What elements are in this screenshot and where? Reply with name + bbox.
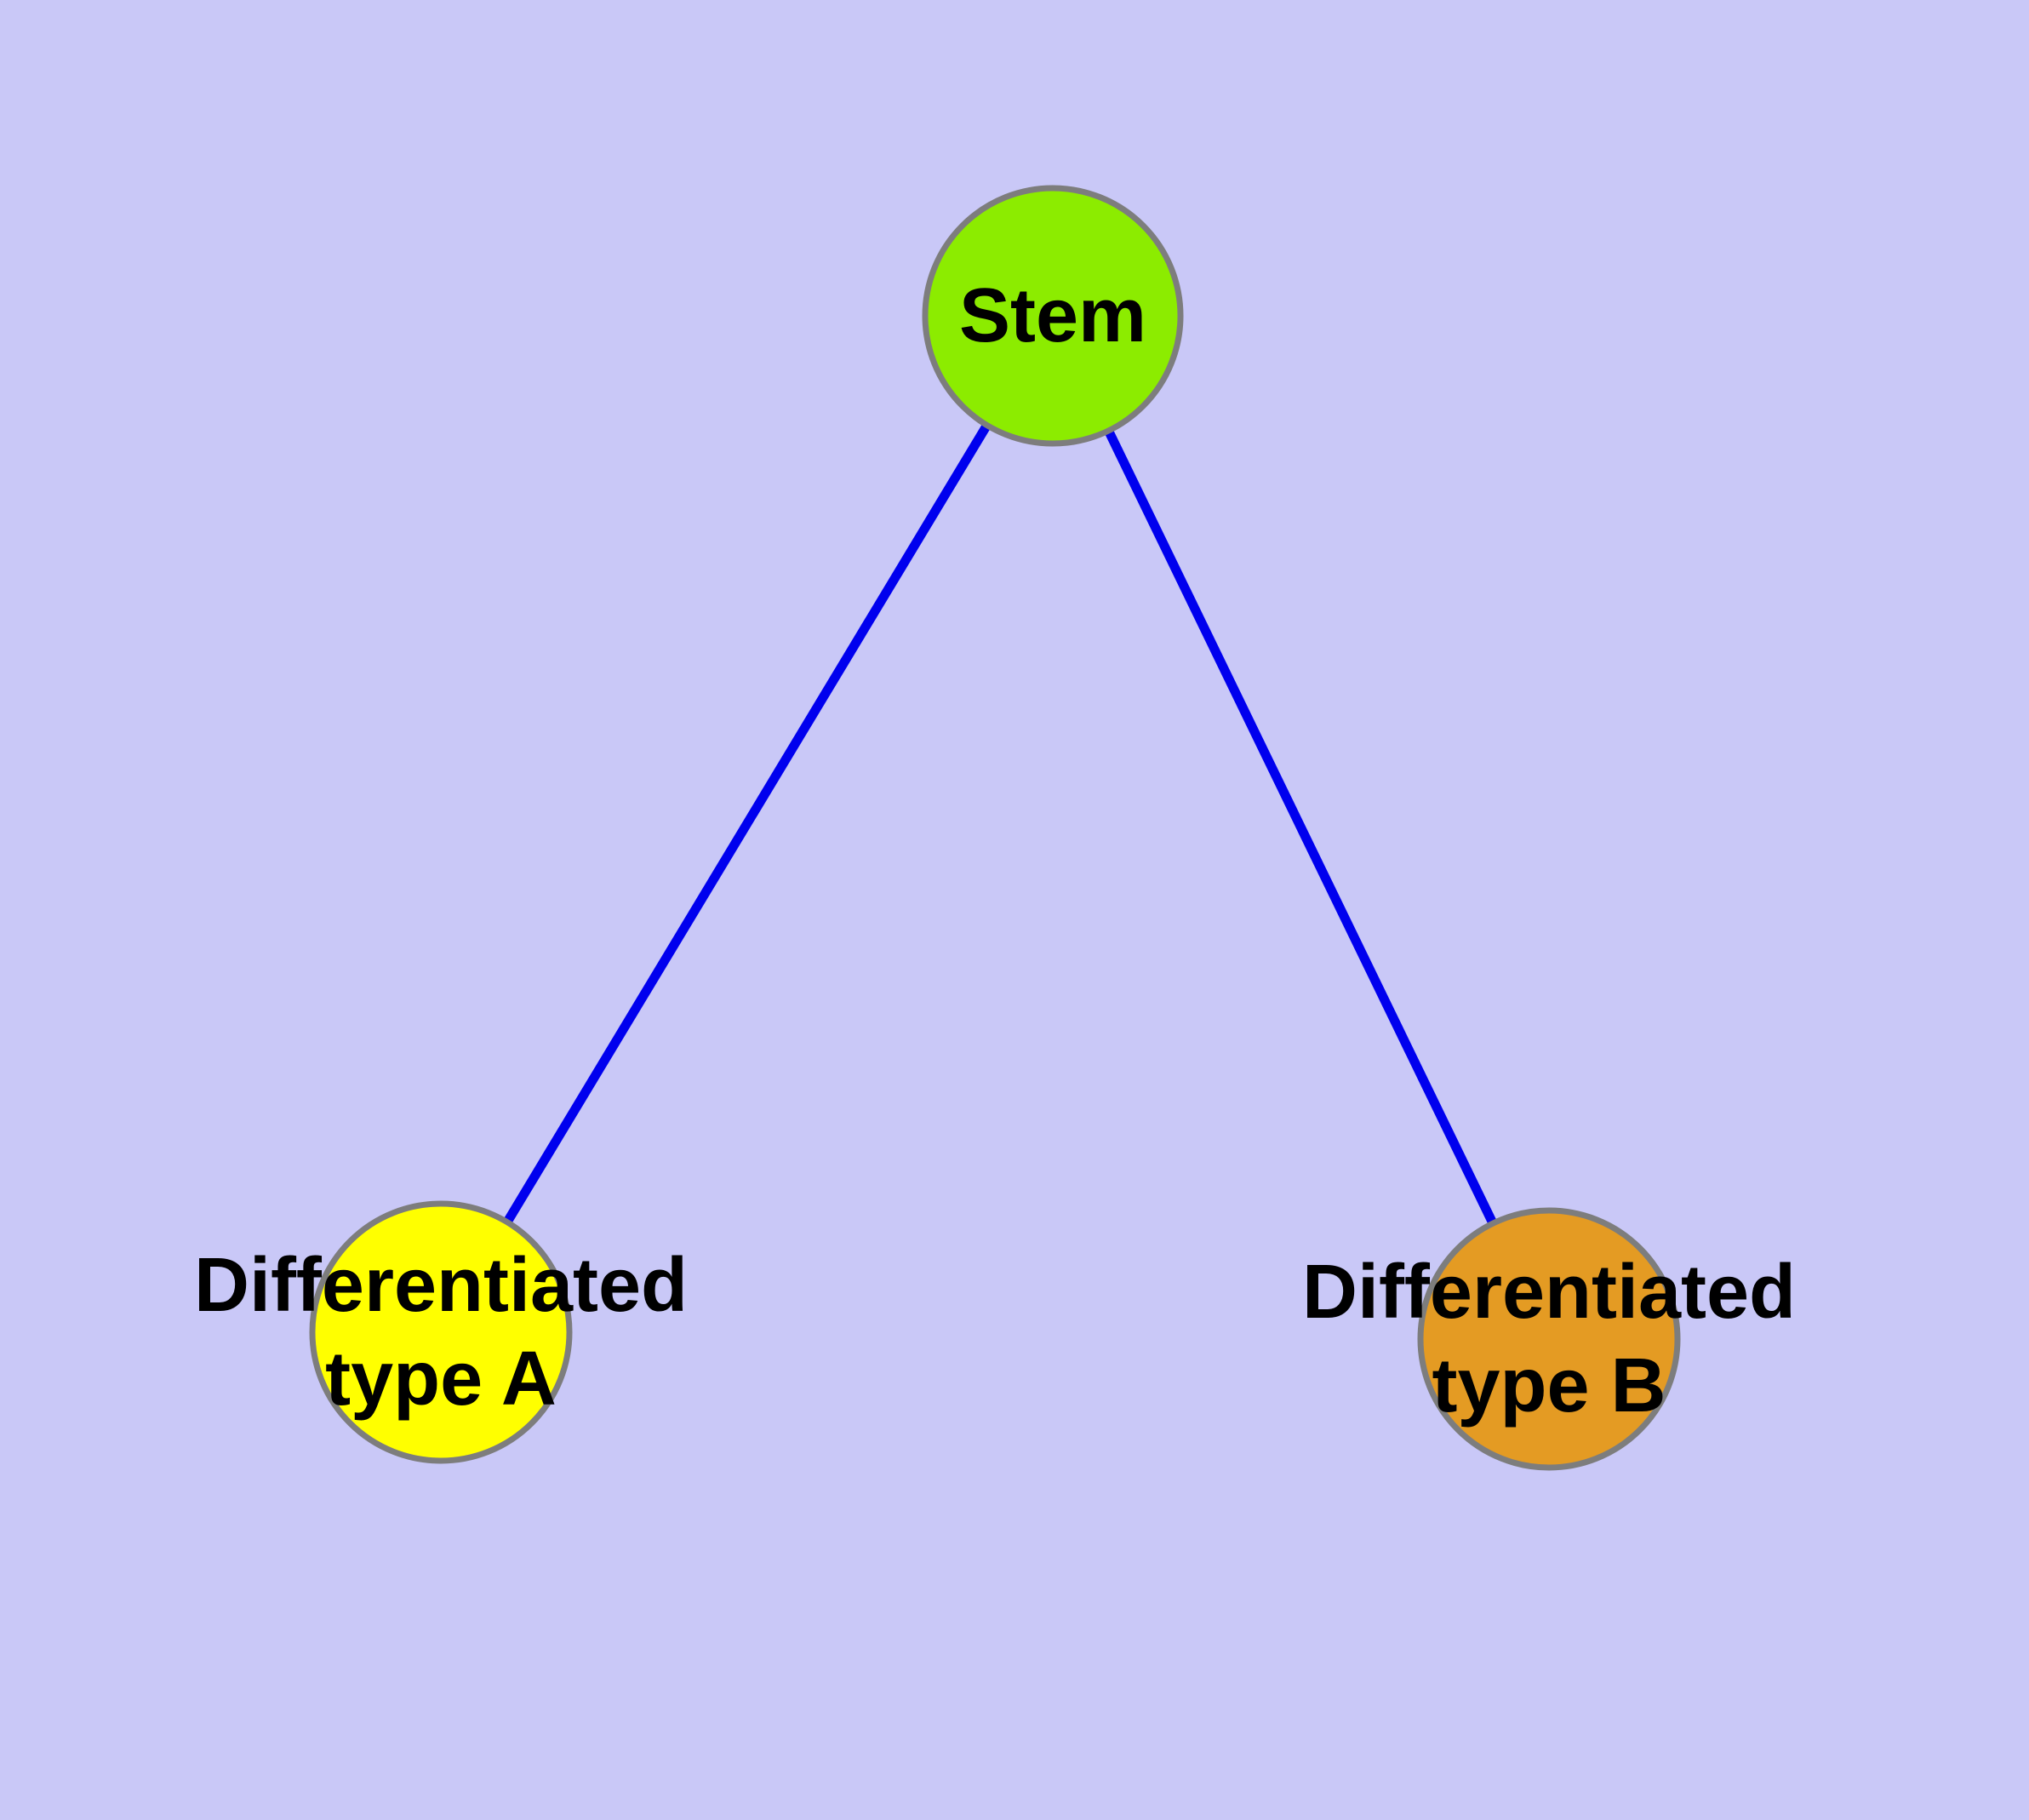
node-type-b-label-line2: type B xyxy=(1432,1343,1666,1428)
edge-stem-to-type-a xyxy=(437,313,1057,1335)
edge-stem-to-type-b xyxy=(1049,313,1553,1342)
node-type-a-circle[interactable] xyxy=(309,1200,573,1464)
node-differentiated-type-a[interactable]: Differentiated type A xyxy=(194,1200,688,1464)
node-type-a-label-line2: type A xyxy=(325,1336,557,1422)
node-stem[interactable]: Stem xyxy=(922,185,1184,447)
node-differentiated-type-b[interactable]: Differentiated type B xyxy=(1302,1207,1796,1471)
node-type-b-label-line1: Differentiated xyxy=(1302,1250,1796,1335)
node-type-b-circle[interactable] xyxy=(1417,1207,1681,1471)
node-type-a-label-line1: Differentiated xyxy=(194,1243,688,1328)
node-stem-label: Stem xyxy=(959,273,1146,358)
node-stem-circle[interactable] xyxy=(922,185,1184,447)
